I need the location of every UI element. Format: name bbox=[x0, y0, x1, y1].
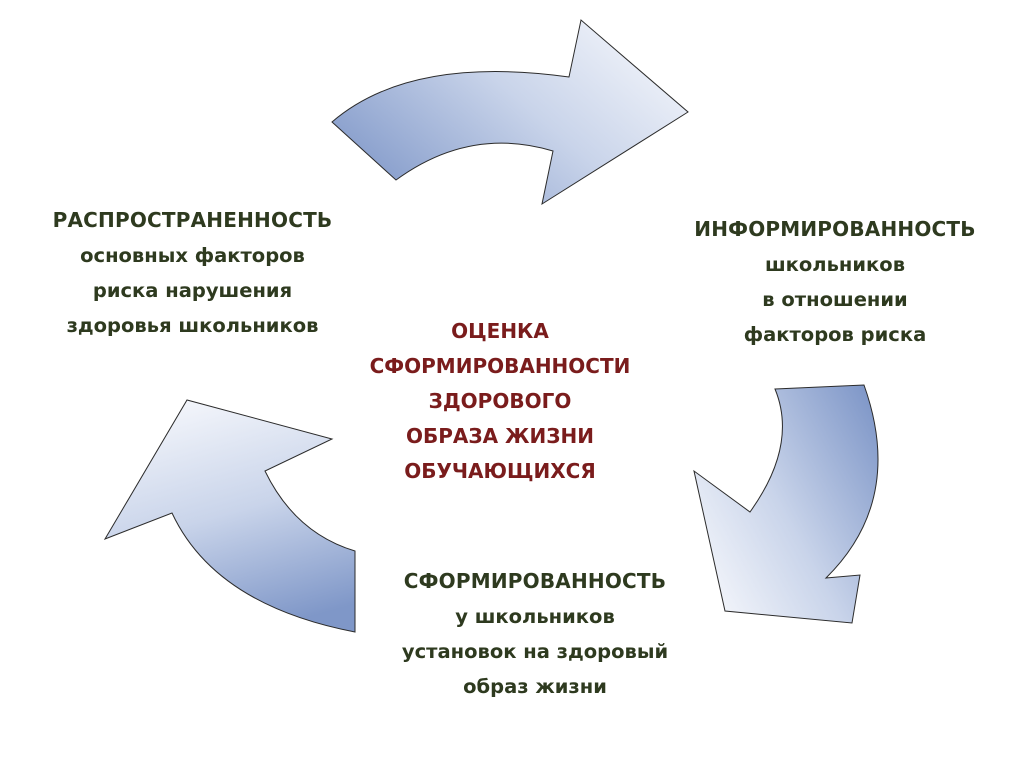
awareness-block: ИНФОРМИРОВАННОСТЬ школьников в отношении… bbox=[655, 212, 1015, 352]
formation-line-2: установок на здоровый bbox=[401, 640, 669, 663]
center-assessment-block: ОЦЕНКА СФОРМИРОВАННОСТИ ЗДОРОВОГО ОБРАЗА… bbox=[330, 314, 670, 489]
center-line-3: ЗДОРОВОГО bbox=[428, 389, 572, 413]
center-line-1: ОЦЕНКА bbox=[451, 319, 549, 343]
prevalence-title: РАСПРОСТРАНЕННОСТЬ bbox=[52, 208, 333, 232]
center-line-2: СФОРМИРОВАННОСТИ bbox=[369, 354, 631, 378]
formation-block: СФОРМИРОВАННОСТЬ у школьников установок … bbox=[355, 564, 715, 704]
center-line-5: ОБУЧАЮЩИХСЯ bbox=[404, 459, 596, 483]
prevalence-line-3: здоровья школьников bbox=[66, 314, 319, 337]
formation-line-3: образ жизни bbox=[463, 675, 607, 698]
arrow-top bbox=[331, 19, 689, 206]
formation-line-1: у школьников bbox=[455, 605, 615, 628]
awareness-line-3: факторов риска bbox=[743, 323, 927, 346]
prevalence-line-2: риска нарушения bbox=[92, 279, 293, 302]
arrow-left bbox=[103, 399, 356, 633]
prevalence-line-1: основных факторов bbox=[80, 244, 305, 267]
awareness-line-1: школьников bbox=[764, 253, 906, 276]
formation-title: СФОРМИРОВАННОСТЬ bbox=[403, 569, 667, 593]
center-line-4: ОБРАЗА ЖИЗНИ bbox=[406, 424, 594, 448]
awareness-title: ИНФОРМИРОВАННОСТЬ bbox=[694, 217, 976, 241]
awareness-line-2: в отношении bbox=[762, 288, 908, 311]
prevalence-block: РАСПРОСТРАНЕННОСТЬ основных факторов рис… bbox=[20, 203, 365, 343]
arrow-right bbox=[693, 384, 879, 624]
